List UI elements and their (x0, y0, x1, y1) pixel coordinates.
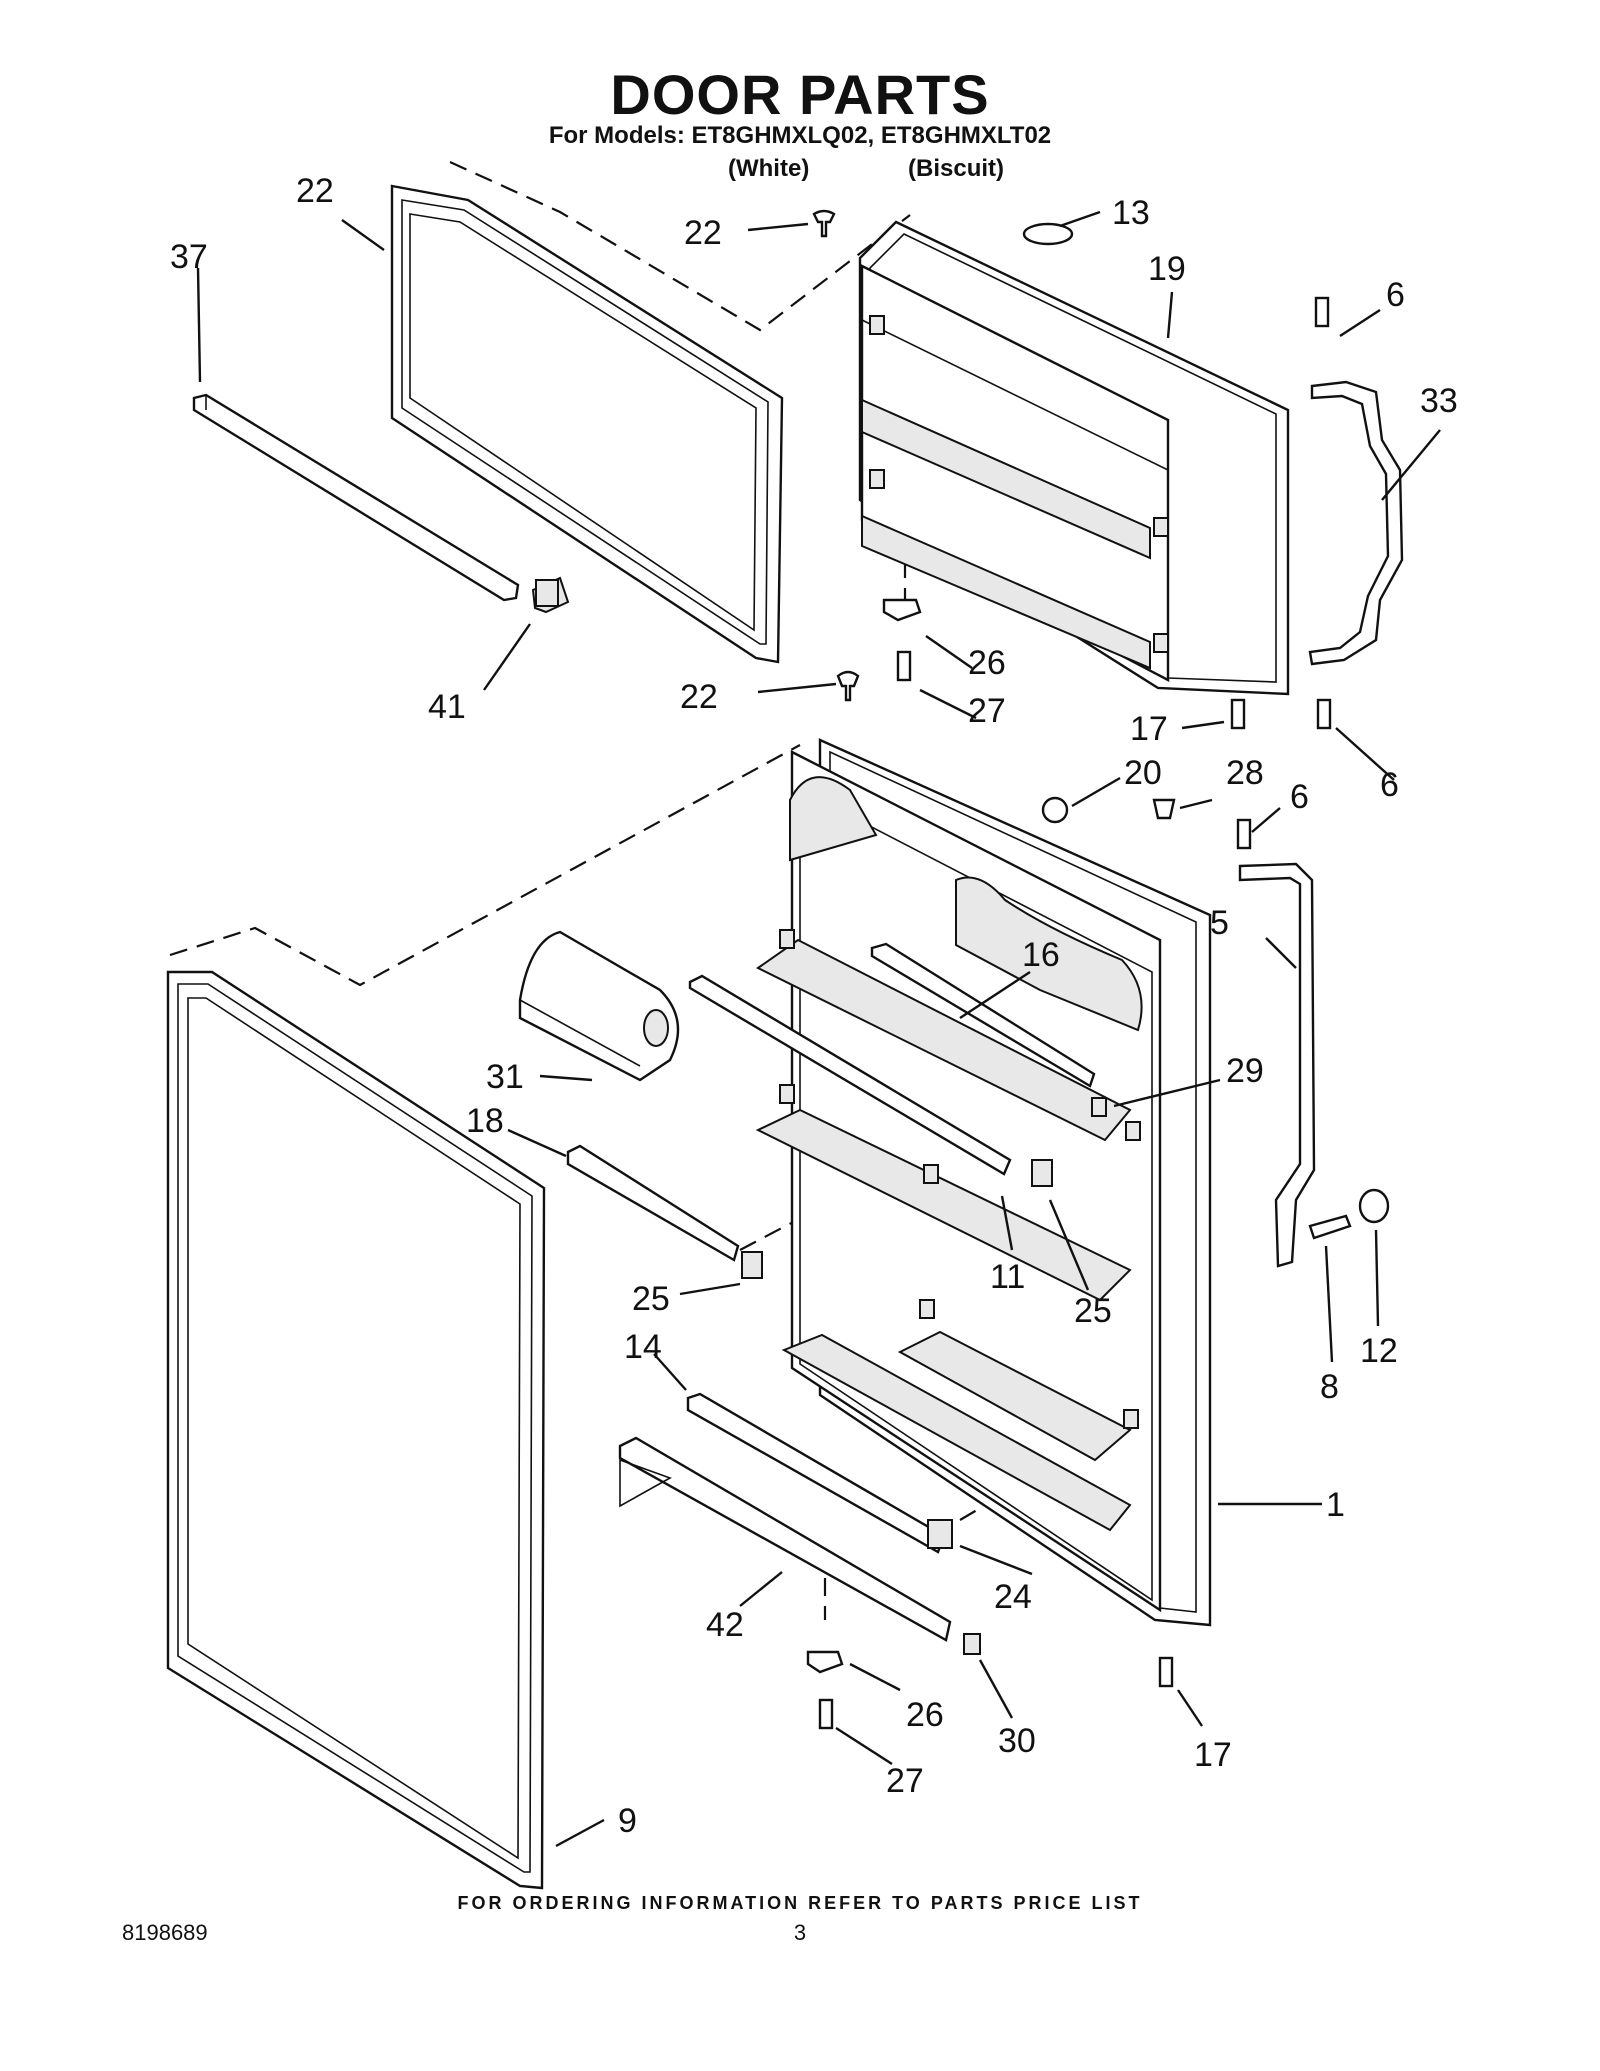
page-title: DOOR PARTS (610, 63, 990, 126)
callout-19: 19 (1148, 250, 1186, 288)
callout-25-lower: 25 (632, 1280, 670, 1318)
callout-27-bottom: 27 (886, 1762, 924, 1800)
callout-23: 22 (296, 172, 334, 210)
freezer-door-liner (858, 220, 1290, 696)
door-plug-button (1022, 222, 1074, 246)
document-number: 8198689 (122, 1920, 208, 1945)
variant-biscuit: (Biscuit) (908, 155, 1004, 182)
callout-20: 20 (1124, 754, 1162, 792)
callout-16: 16 (1022, 936, 1060, 974)
callout-6-top: 6 (1386, 276, 1405, 314)
callout-29: 29 (1226, 1052, 1264, 1090)
callout-11: 11 (990, 1258, 1025, 1296)
callout-31: 31 (486, 1058, 524, 1096)
leader-dashed-bottom-gasket (169, 744, 801, 987)
callout-24: 24 (994, 1578, 1032, 1616)
callout-1: 1 (1326, 1486, 1345, 1524)
callout-6-mid: 6 (1290, 778, 1309, 816)
freezer-handle (1308, 380, 1404, 666)
fresh-food-door-gasket (166, 970, 546, 1890)
callout-17-bottom: 17 (1194, 1736, 1232, 1774)
callout-9: 9 (618, 1802, 637, 1840)
callout-26-top: 26 (968, 644, 1006, 682)
callout-13: 13 (1112, 194, 1150, 232)
callout-6-bottom: 6 (1380, 766, 1399, 804)
callout-42: 42 (706, 1606, 744, 1644)
freezer-door-gasket (390, 184, 784, 664)
variant-white: (White) (728, 155, 810, 182)
callout-30: 30 (998, 1722, 1036, 1760)
callout-8: 8 (1320, 1368, 1339, 1406)
callout-18: 18 (466, 1102, 504, 1140)
models-line: For Models: ET8GHMXLQ02, ET8GHMXLT02 (548, 122, 1052, 149)
fasteners (535, 209, 1390, 1730)
ordering-note: FOR ORDERING INFORMATION REFER TO PARTS … (457, 1893, 1143, 1913)
callout-37: 37 (170, 238, 208, 276)
callout-28: 28 (1226, 754, 1264, 792)
fresh-food-handle (1238, 862, 1316, 1268)
leader-arrows (196, 210, 1441, 1848)
callout-labels: 22 37 22 13 19 6 33 41 22 26 27 17 6 20 … (170, 172, 1458, 1840)
leader-dashed-top-gasket (449, 160, 911, 332)
callout-22-mid: 22 (680, 678, 718, 716)
shelf-trims (566, 942, 1096, 1642)
callout-22-top: 22 (684, 214, 722, 252)
callout-27-top: 27 (968, 692, 1006, 730)
callout-5: 5 (1210, 904, 1229, 942)
dairy-bin (518, 930, 680, 1082)
fresh-food-door-liner (755, 738, 1212, 1627)
callout-25-upper: 25 (1074, 1292, 1112, 1330)
callout-41: 41 (428, 688, 466, 726)
callout-26-bottom: 26 (906, 1696, 944, 1734)
callout-12: 12 (1360, 1332, 1398, 1370)
callout-17-top: 17 (1130, 710, 1168, 748)
page-number: 3 (793, 1920, 807, 1945)
callout-14: 14 (624, 1328, 662, 1366)
callout-33: 33 (1420, 382, 1458, 420)
